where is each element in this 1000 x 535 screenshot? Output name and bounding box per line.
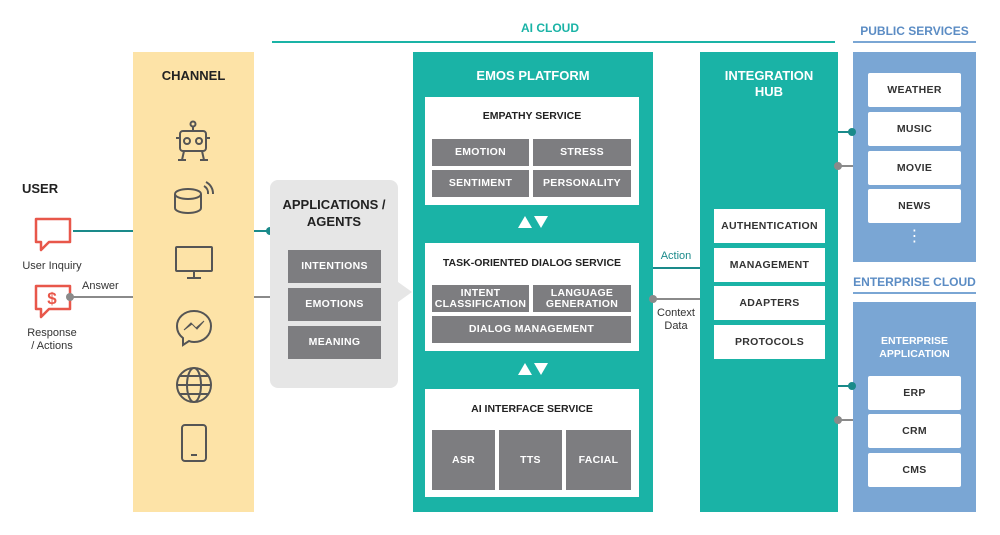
bidirectional-arrow-icon-2 — [517, 362, 549, 376]
hub-enterprise-connector-2 — [838, 419, 853, 421]
public-service-movie: MOVIE — [868, 151, 961, 185]
public-services-line — [853, 41, 976, 43]
enterprise-item-erp: ERP — [868, 376, 961, 410]
integration-hub-title: INTEGRATION HUB — [724, 68, 814, 99]
apps-item-meaning: MEANING — [288, 326, 381, 359]
dialog-intent-classification: INTENT CLASSIFICATION — [432, 285, 529, 312]
hub-enterprise-connector-2-dot — [834, 416, 842, 424]
hub-public-connector-2-dot — [834, 162, 842, 170]
enterprise-cloud-label: ENTERPRISE CLOUD — [853, 275, 976, 289]
ai-interface-tts: TTS — [499, 430, 562, 490]
context-data-label: Context Data — [657, 307, 695, 332]
integration-hub-panel — [700, 52, 838, 512]
enterprise-cloud-line — [853, 292, 976, 294]
hub-item-authentication: AUTHENTICATION — [714, 209, 825, 243]
globe-icon — [174, 365, 214, 405]
empathy-item-stress: STRESS — [533, 139, 631, 166]
monitor-icon — [174, 245, 214, 281]
public-services-label: PUBLIC SERVICES — [860, 24, 969, 38]
empathy-service-title: EMPATHY SERVICE — [482, 110, 582, 122]
action-connector — [653, 267, 700, 269]
dialog-management: DIALOG MANAGEMENT — [432, 316, 631, 343]
ai-interface-asr: ASR — [432, 430, 495, 490]
emos-platform-title: EMOS PLATFORM — [476, 68, 590, 83]
robot-icon — [172, 120, 214, 164]
public-more-icon: ⋮ — [906, 228, 923, 245]
dollar-bubble-icon: $ — [33, 283, 73, 321]
enterprise-application-title: ENTERPRISE APPLICATION — [879, 335, 950, 360]
action-label: Action — [660, 250, 692, 262]
hub-public-connector-1-dot — [848, 128, 856, 136]
bidirectional-arrow-icon — [517, 215, 549, 229]
smart-speaker-icon — [172, 180, 218, 220]
hub-public-connector-1 — [838, 131, 853, 133]
channel-title: CHANNEL — [161, 68, 226, 83]
empathy-item-personality: PERSONALITY — [533, 170, 631, 197]
answer-label: Answer — [82, 280, 119, 292]
hub-item-adapters: ADAPTERS — [714, 286, 825, 320]
ai-cloud-line — [272, 41, 835, 43]
context-connector — [653, 298, 700, 300]
empathy-item-emotion: EMOTION — [432, 139, 529, 166]
public-service-news: NEWS — [868, 189, 961, 223]
apps-item-intentions: INTENTIONS — [288, 250, 381, 283]
ai-cloud-label: AI CLOUD — [521, 21, 579, 35]
hub-enterprise-connector-1-dot — [848, 382, 856, 390]
hub-enterprise-connector-1 — [838, 385, 853, 387]
public-service-weather: WEATHER — [868, 73, 961, 107]
chat-bubble-icon — [33, 216, 73, 254]
hub-public-connector-2 — [838, 165, 853, 167]
tablet-icon — [180, 423, 208, 463]
ai-interface-facial: FACIAL — [566, 430, 631, 490]
response-actions-label: Response / Actions — [27, 327, 77, 352]
svg-text:$: $ — [47, 289, 57, 308]
context-connector-dot — [649, 295, 657, 303]
enterprise-item-cms: CMS — [868, 453, 961, 487]
apps-item-emotions: EMOTIONS — [288, 288, 381, 321]
messenger-icon — [174, 308, 214, 348]
public-service-music: MUSIC — [868, 112, 961, 146]
dialog-service-title: TASK-ORIENTED DIALOG SERVICE — [442, 257, 622, 269]
apps-title: APPLICATIONS / AGENTS — [282, 197, 386, 229]
user-title: USER — [22, 181, 59, 196]
apps-arrow — [398, 282, 412, 302]
hub-item-management: MANAGEMENT — [714, 248, 825, 282]
dialog-language-generation: LANGUAGE GENERATION — [533, 285, 631, 312]
user-inquiry-label: User Inquiry — [22, 260, 82, 272]
answer-connector-dot — [66, 293, 74, 301]
empathy-item-sentiment: SENTIMENT — [432, 170, 529, 197]
hub-item-protocols: PROTOCOLS — [714, 325, 825, 359]
enterprise-item-crm: CRM — [868, 414, 961, 448]
ai-interface-title: AI INTERFACE SERVICE — [471, 403, 593, 415]
